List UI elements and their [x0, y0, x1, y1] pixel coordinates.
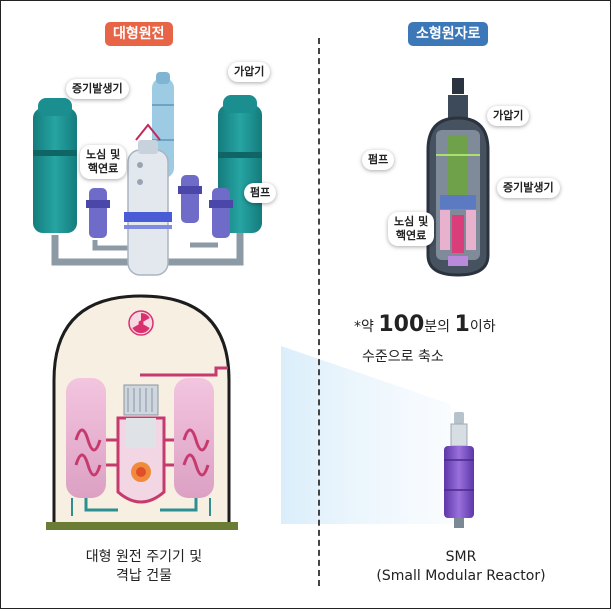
callout-large-pressurizer: 가압기: [228, 62, 271, 82]
callout-smr-steam-generator: 증기발생기: [497, 178, 560, 198]
scale-note-line2: 수준으로 축소: [362, 349, 444, 365]
callout-large-pump: 펌프: [244, 183, 277, 203]
large-plant-header: 대형원전: [105, 22, 173, 46]
callout-large-core: 노심 및 핵연료: [80, 145, 127, 179]
callout-smr-pump: 펌프: [362, 150, 395, 170]
callout-smr-core-line2: 핵연료: [395, 229, 427, 242]
scale-note-suffix: 이하: [469, 319, 496, 335]
caption-large-line1: 대형 원전 주기기 및: [85, 549, 203, 565]
center-divider: [318, 38, 320, 586]
smr-small-module: [444, 412, 474, 528]
caption-large-line2: 격납 건물: [116, 568, 172, 584]
caption-large: 대형 원전 주기기 및 격납 건물: [58, 548, 230, 586]
caption-smr-line1: SMR: [445, 549, 477, 565]
callout-smr-core-line1: 노심 및: [394, 215, 429, 228]
smr-header: 소형원자로: [408, 22, 489, 46]
scale-note-num1: 100: [378, 312, 425, 337]
scale-note-line1: *약 100분의 1이하: [354, 312, 496, 337]
callout-large-steam-generator: 증기발생기: [66, 79, 129, 99]
caption-smr-line2: (Small Modular Reactor): [376, 568, 546, 584]
scale-note-num2: 1: [454, 312, 470, 337]
smr-cutaway: [426, 78, 490, 277]
radiation-icon: [128, 310, 154, 336]
callout-large-core-line1: 노심 및: [86, 148, 121, 161]
callout-smr-pressurizer: 가압기: [487, 106, 530, 126]
large-reactor-vessel: [124, 123, 172, 276]
scale-note-mid: 분의: [424, 319, 455, 335]
containment-building: [46, 294, 238, 530]
callout-smr-core: 노심 및 핵연료: [388, 212, 435, 246]
callout-large-core-line2: 핵연료: [87, 162, 119, 175]
large-steam-generator-left: [33, 98, 77, 233]
scale-note-prefix: *약: [354, 319, 379, 335]
large-pumps: [86, 175, 233, 238]
large-plant-components: [33, 72, 262, 276]
scale-beam: [281, 346, 460, 524]
caption-smr: SMR (Small Modular Reactor): [356, 548, 566, 586]
